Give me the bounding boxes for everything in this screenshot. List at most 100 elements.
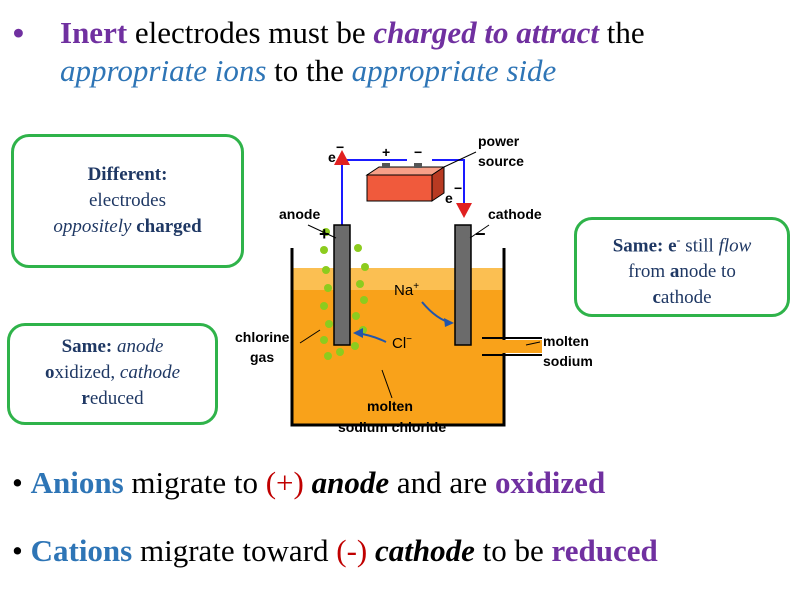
callout-anode-word: anode [116,336,164,357]
text-the: the [606,15,645,50]
label-electron-right-sign: − [454,180,462,196]
battery-minus-sign: − [414,144,422,160]
text-appropriate-side: appropriate side [351,53,557,88]
label-sodium-chloride: sodium chloride [338,419,446,435]
callout-different-line2: electrodes [88,190,166,211]
callout-educed: educed [89,388,144,409]
heading-text: Inert electrodes must be charged to attr… [60,14,790,90]
wire-cathode [432,159,465,210]
label-cathode: cathode [488,206,542,222]
leader-chlorine [299,329,321,344]
sodium-ion-symbol: Na [394,282,414,299]
callout-node-to: node to [679,261,736,283]
label-molten-bottom: molten [367,398,413,414]
cathode-electrode [454,224,472,346]
callout-same-e: Same: e [612,235,677,257]
callout-oppositely: oppositely [53,216,132,237]
text-to-the: to the [274,53,344,88]
bullet-dot: • [12,533,23,568]
callout-charged: charged [136,216,202,237]
battery-side [431,166,445,202]
label-chlorine: chlorine [235,329,290,345]
text-appropriate-ions: appropriate ions [60,53,267,88]
callout-o-letter: o [44,362,55,383]
callout-a-letter: a [669,261,680,283]
label-electron-left: e [328,149,336,165]
leader-sodium-chloride [381,369,393,399]
callout-anode-oxidized: Same: anode oxidized, cathode reduced [7,323,218,425]
outlet-molten [482,340,542,353]
leader-sodium [525,341,541,346]
text-migrate-toward: migrate toward [132,533,337,568]
electron-arrow-up [334,150,350,165]
text-and-are: and are [389,465,495,500]
battery-top [365,166,446,176]
label-sodium-ion: Na+ [394,281,419,299]
bullet-dot: • [13,15,24,50]
chloride-ion-charge: − [406,334,412,345]
label-power: power [478,133,520,149]
word-cations: Cations [30,533,133,568]
label-sodium: sodium [543,353,593,369]
text-electrodes-must-be: electrodes must be [134,15,366,50]
label-electron-right: e [445,190,453,206]
leader-power-source [443,151,477,168]
battery-terminal-plus [382,163,390,168]
cathode-minus-sign: − [475,224,486,244]
anode-electrode [333,224,351,346]
label-electron-left-sign: − [336,139,344,155]
callout-cathode-word: cathode [119,362,181,383]
callout-xidized: xidized, [54,362,120,383]
text-plus-sign: (+) [265,465,304,500]
callout-athode: athode [660,287,712,309]
text-minus-sign: (-) [336,533,368,568]
callout-electron-flow: Same: e- still flow from anode to cathod… [574,217,790,317]
word-cathode: cathode [375,533,475,568]
callout-anode-line3: reduced [10,386,215,412]
callout-flow-word: flow [718,235,752,257]
label-molten-right: molten [543,333,589,349]
battery-terminal-minus [414,163,422,168]
battery-plus-sign: + [382,144,390,160]
bullet-dot: • [12,465,23,500]
callout-different: Different: electrodes oppositely charged [11,134,244,268]
anion-arrowhead [353,328,363,338]
callout-anode-line2: oxidized, cathode [10,360,215,386]
text-to-be: to be [474,533,552,568]
leader-anode [307,224,337,239]
battery-body [366,174,433,202]
callout-from: from [628,261,670,283]
callout-different-line3: oppositely charged [14,214,241,240]
anode-plus-sign: + [319,224,330,244]
outlet-pipe [482,337,542,356]
word-anode: anode [311,465,390,500]
bullet-cations: • Cations migrate toward (-) cathode to … [12,532,658,570]
callout-r-letter: r [81,388,90,409]
callout-c-letter: c [652,287,661,309]
cation-arrowhead [444,318,454,327]
callout-still: still [680,235,719,257]
callout-same-label: Same: [61,336,117,357]
callout-different-title: Different: [87,164,168,185]
label-chloride-ion: Cl− [392,334,412,352]
label-source: source [478,153,524,169]
callout-flow-line3: cathode [577,285,787,311]
text-charged-to-attract: charged to attract [373,15,599,50]
text-migrate-to: migrate to [123,465,266,500]
bullet-anions: • Anions migrate to (+) anode and are ox… [12,464,605,502]
word-oxidized: oxidized [494,465,606,500]
callout-anode-line1: Same: anode [10,334,215,360]
callout-e-superscript: - [676,233,681,247]
callout-flow-line2: from anode to [577,259,787,285]
electrolysis-diagram: + − power source e − e − anode cathode +… [235,133,593,435]
word-anions: Anions [30,465,124,500]
leader-cathode [469,224,490,239]
cell-container [290,248,506,427]
word-reduced: reduced [551,533,658,568]
sodium-ion-charge: + [413,281,419,292]
label-gas: gas [250,349,274,365]
chloride-ion-symbol: Cl [392,335,406,352]
electron-arrow-down [456,203,472,218]
label-anode: anode [279,206,320,222]
word-inert: Inert [60,15,128,50]
